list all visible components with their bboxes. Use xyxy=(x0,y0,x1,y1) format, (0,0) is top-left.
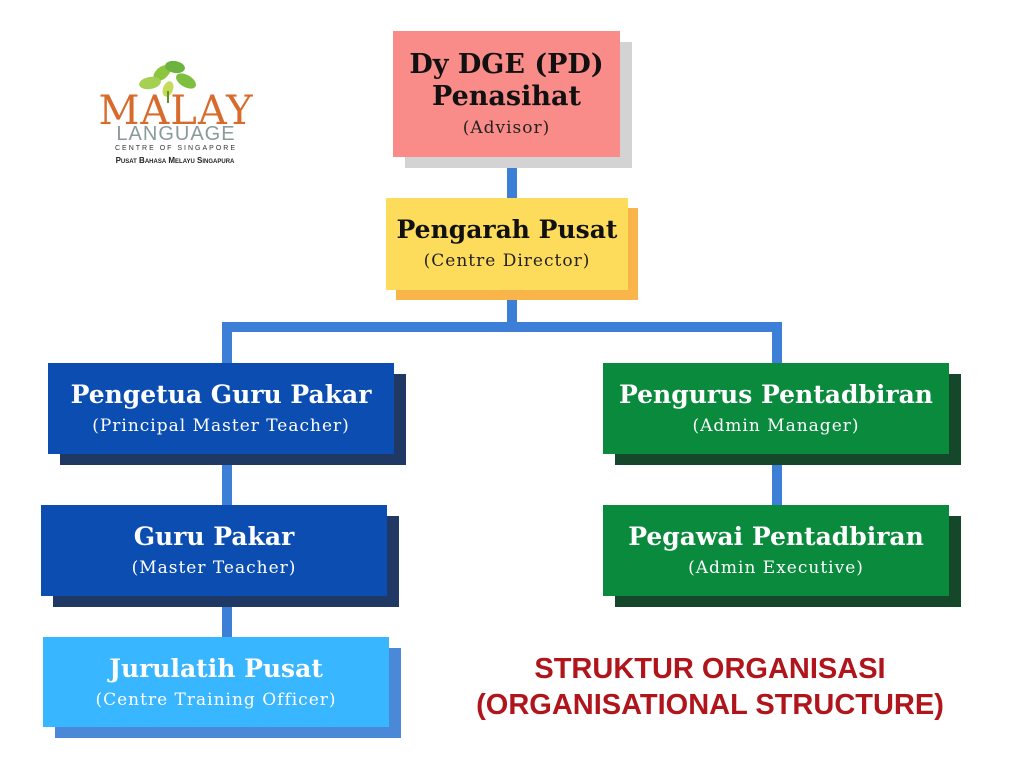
connector-master-trainer xyxy=(222,602,232,642)
leaf-icon xyxy=(139,60,196,103)
connector-right-branch xyxy=(772,322,782,367)
principal-title: Pengetua Guru Pakar xyxy=(70,380,372,409)
principal-box: Pengetua Guru Pakar (Principal Master Te… xyxy=(48,363,394,454)
director-title: Pengarah Pusat xyxy=(396,215,618,244)
connector-advisor-director xyxy=(507,165,517,200)
trainer-subtitle: (Centre Training Officer) xyxy=(95,690,337,710)
logo-line2: LANGUAGE xyxy=(116,123,236,145)
logo-word: MALAY xyxy=(98,88,254,134)
master-box: Guru Pakar (Master Teacher) xyxy=(41,505,387,596)
director-subtitle: (Centre Director) xyxy=(423,251,591,271)
master-subtitle: (Master Teacher) xyxy=(131,558,297,578)
advisor-box: Dy DGE (PD) Penasihat (Advisor) xyxy=(393,31,620,157)
connector-principal-master xyxy=(222,460,232,510)
advisor-subtitle: (Advisor) xyxy=(462,118,551,138)
advisor-title-line2: Penasihat xyxy=(432,81,581,112)
advisor-title-line1: Dy DGE (PD) xyxy=(409,49,604,80)
admin-manager-subtitle: (Admin Manager) xyxy=(692,416,860,436)
admin-exec-box: Pegawai Pentadbiran (Admin Executive) xyxy=(603,505,949,596)
chart-title-line2: (ORGANISATIONAL STRUCTURE) xyxy=(476,689,944,721)
principal-subtitle: (Principal Master Teacher) xyxy=(92,416,350,436)
master-title: Guru Pakar xyxy=(133,522,295,551)
admin-exec-subtitle: (Admin Executive) xyxy=(688,558,864,578)
connector-left-branch xyxy=(222,322,232,367)
connector-director-down xyxy=(507,295,517,327)
logo-line3: CENTRE OF SINGAPORE xyxy=(114,145,237,152)
admin-exec-title: Pegawai Pentadbiran xyxy=(628,522,924,551)
trainer-title: Jurulatih Pusat xyxy=(109,654,323,683)
malay-language-centre-logo: MALAY LANGUAGE CENTRE OF SINGAPORE Pusat… xyxy=(90,55,260,170)
connector-manager-exec xyxy=(772,460,782,510)
logo-tagline: Pusat Bahasa Melayu Singapura xyxy=(115,156,235,165)
trainer-box: Jurulatih Pusat (Centre Training Officer… xyxy=(43,637,389,727)
director-box: Pengarah Pusat (Centre Director) xyxy=(386,198,628,290)
admin-manager-title: Pengurus Pentadbiran xyxy=(619,380,933,409)
connector-horizontal xyxy=(222,322,782,332)
admin-manager-box: Pengurus Pentadbiran (Admin Manager) xyxy=(603,363,949,454)
chart-title-line1: STRUKTUR ORGANISASI xyxy=(534,653,886,685)
